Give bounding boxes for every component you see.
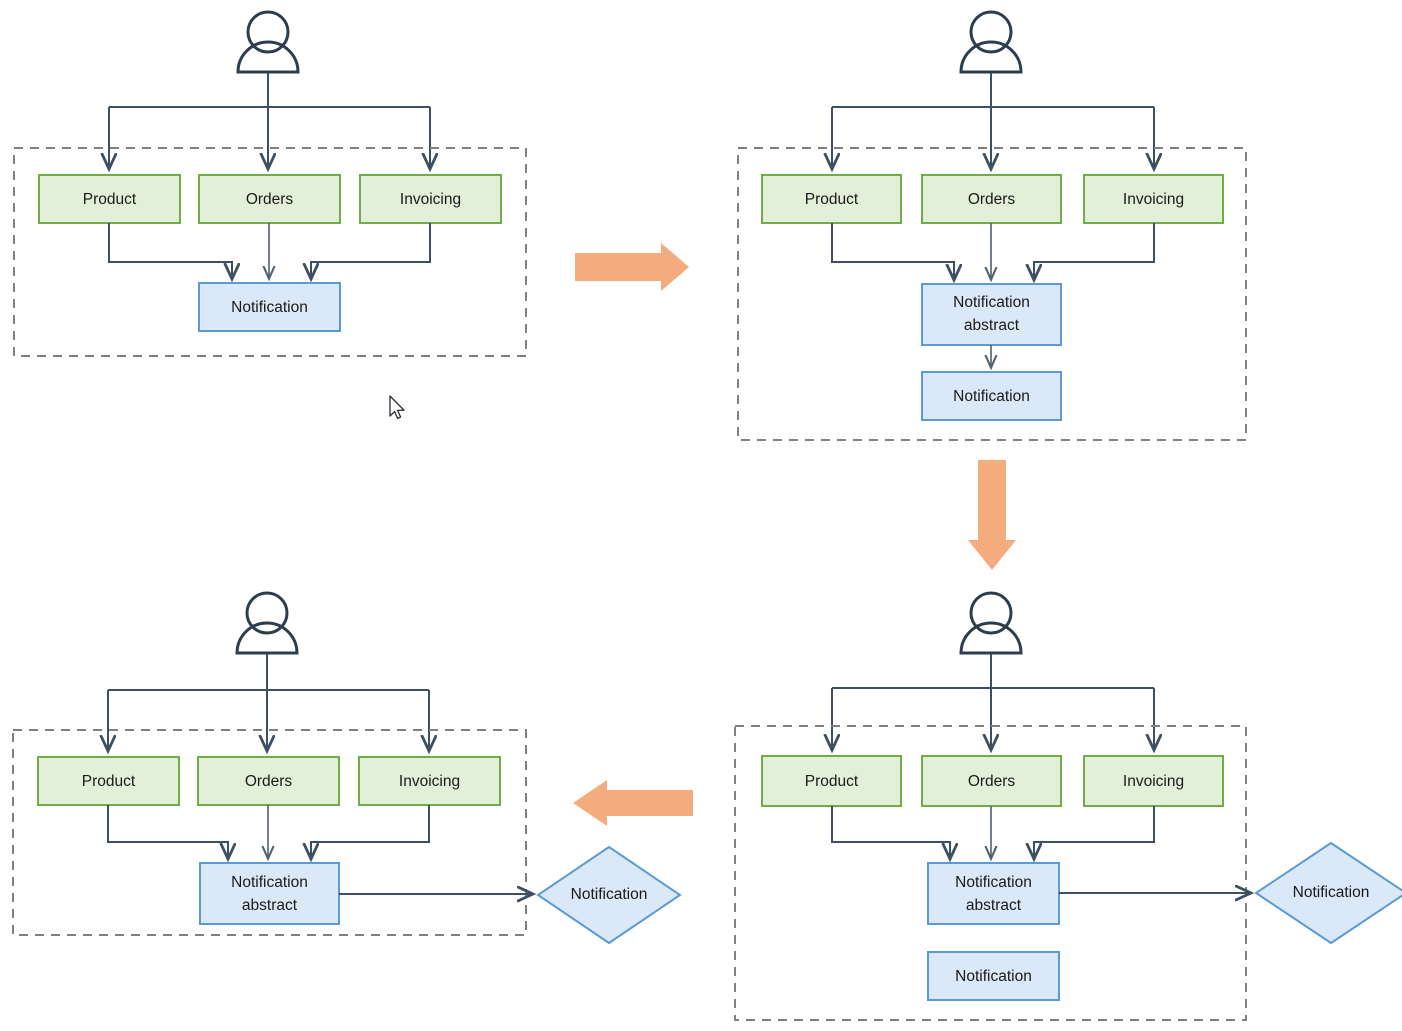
notification-label: Notification	[955, 968, 1032, 985]
user-actor-icon	[235, 591, 299, 655]
bounded-context-group	[734, 725, 1247, 1021]
service-label: Invoicing	[1123, 191, 1184, 208]
notification-abstract-label: Notification	[953, 294, 1030, 311]
service-label: Orders	[245, 773, 293, 790]
service-label: Invoicing	[400, 191, 461, 208]
service-label: Orders	[246, 191, 294, 208]
user-actor-icon	[959, 591, 1023, 655]
panel-top-left: Product Orders Invoicing Notification	[13, 10, 527, 357]
service-label: Product	[82, 773, 136, 790]
notification-implementation-diamond[interactable]: Notification	[1254, 841, 1402, 945]
notification-abstract-box[interactable]: Notification abstract	[921, 283, 1062, 346]
step-arrow-down-icon	[968, 460, 1016, 570]
notification-abstract-label: Notification	[955, 874, 1032, 891]
mouse-cursor-icon	[389, 395, 405, 420]
service-box-invoicing[interactable]: Invoicing	[358, 756, 501, 806]
service-box-product[interactable]: Product	[37, 756, 180, 806]
notification-label: Notification	[953, 388, 1030, 405]
service-box-invoicing[interactable]: Invoicing	[1083, 755, 1224, 807]
service-label: Product	[805, 773, 859, 790]
service-box-orders[interactable]: Orders	[197, 756, 340, 806]
service-box-orders[interactable]: Orders	[921, 755, 1062, 807]
bounded-context-group	[12, 729, 527, 936]
notification-abstract-sublabel: abstract	[966, 897, 1022, 914]
notification-label: Notification	[231, 299, 308, 316]
notification-box[interactable]: Notification	[927, 951, 1060, 1001]
service-label: Invoicing	[399, 773, 460, 790]
user-actor-icon	[959, 10, 1023, 74]
service-label: Orders	[968, 773, 1016, 790]
bounded-context-group	[13, 147, 527, 357]
notification-abstract-sublabel: abstract	[242, 897, 298, 914]
service-box-product[interactable]: Product	[761, 755, 902, 807]
notification-box[interactable]: Notification	[198, 282, 341, 332]
notification-abstract-label: Notification	[231, 874, 308, 891]
step-arrow-right-top-icon	[575, 243, 689, 291]
user-actor-icon	[236, 10, 300, 74]
service-label: Orders	[968, 191, 1016, 208]
service-box-invoicing[interactable]: Invoicing	[359, 174, 502, 224]
service-box-orders[interactable]: Orders	[198, 174, 341, 224]
diamond-label: Notification	[571, 886, 648, 903]
notification-box[interactable]: Notification	[921, 371, 1062, 421]
step-arrow-left-bottom-icon	[573, 780, 693, 826]
panel-bottom-left: Product Orders Invoicing Notification ab…	[12, 591, 682, 945]
notification-abstract-box[interactable]: Notification abstract	[927, 862, 1060, 925]
panel-bottom-right: Product Orders Invoicing Notification ab…	[734, 591, 1402, 1021]
service-box-orders[interactable]: Orders	[921, 174, 1062, 224]
service-label: Product	[83, 191, 137, 208]
notification-abstract-box[interactable]: Notification abstract	[199, 862, 340, 925]
service-label: Product	[805, 191, 859, 208]
notification-abstract-sublabel: abstract	[964, 317, 1020, 334]
notification-implementation-diamond[interactable]: Notification	[536, 845, 682, 945]
service-box-product[interactable]: Product	[761, 174, 902, 224]
service-label: Invoicing	[1123, 773, 1184, 790]
service-box-product[interactable]: Product	[38, 174, 181, 224]
diamond-label: Notification	[1293, 884, 1370, 901]
panel-top-right: Product Orders Invoicing Notification ab…	[737, 10, 1247, 441]
service-box-invoicing[interactable]: Invoicing	[1083, 174, 1224, 224]
